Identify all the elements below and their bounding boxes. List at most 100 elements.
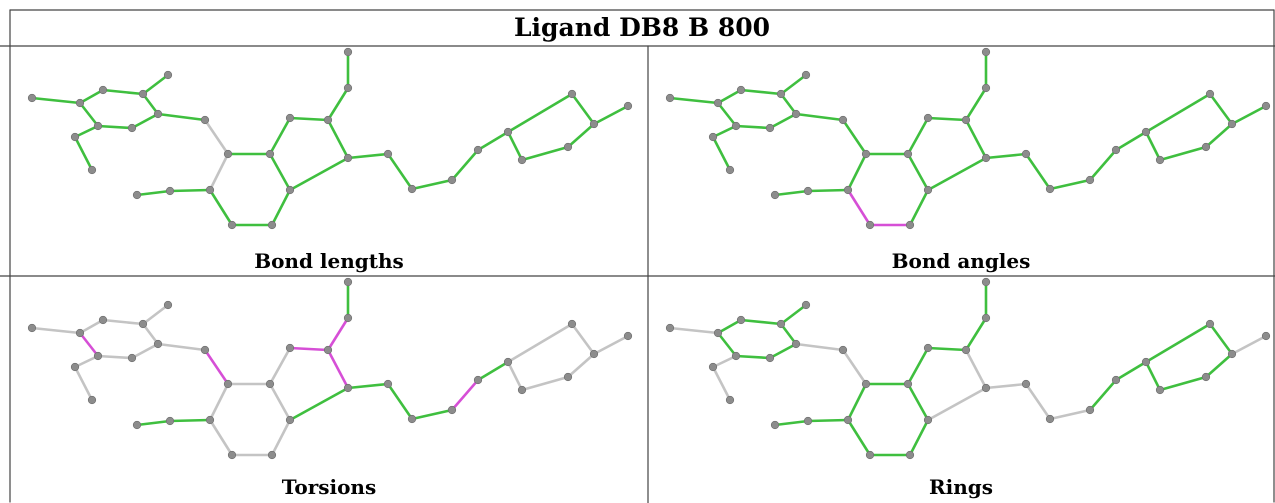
atom — [1021, 379, 1031, 389]
bond — [846, 152, 868, 192]
atom — [731, 121, 741, 131]
bond — [168, 188, 212, 193]
bond — [270, 418, 292, 457]
atom — [801, 300, 811, 310]
bond — [410, 178, 454, 191]
atom — [267, 220, 277, 230]
atom — [776, 319, 786, 329]
atom — [1205, 319, 1215, 329]
atom — [138, 319, 148, 329]
atom — [1085, 175, 1095, 185]
atom — [708, 362, 718, 372]
bond — [130, 342, 160, 360]
atom — [343, 383, 353, 393]
panel-label-bond-lengths: Bond lengths — [254, 249, 404, 273]
bond — [739, 88, 783, 96]
bond — [1230, 104, 1268, 126]
atom — [163, 300, 173, 310]
bond — [450, 148, 480, 182]
bond — [926, 386, 988, 422]
atom — [923, 415, 933, 425]
atom — [563, 372, 573, 382]
atom — [865, 450, 875, 460]
atom — [473, 375, 483, 385]
bond — [566, 122, 596, 149]
atom — [623, 101, 633, 111]
bond — [101, 318, 145, 326]
atom — [27, 93, 37, 103]
atom — [93, 121, 103, 131]
bond — [668, 326, 720, 335]
bond — [135, 419, 172, 427]
atom — [503, 357, 513, 367]
bond — [386, 382, 414, 421]
atom — [981, 153, 991, 163]
bond — [1144, 360, 1162, 392]
atom — [1085, 405, 1095, 415]
atom — [1155, 155, 1165, 165]
molecule-torsions — [27, 277, 633, 460]
atom — [223, 379, 233, 389]
bond — [1204, 352, 1234, 379]
atom — [708, 132, 718, 142]
bond — [734, 354, 772, 360]
atom — [713, 328, 723, 338]
atom — [981, 383, 991, 393]
atom — [861, 149, 871, 159]
atom — [563, 142, 573, 152]
bond — [846, 188, 872, 227]
bond — [716, 88, 743, 105]
atom — [567, 319, 577, 329]
atom — [981, 83, 991, 93]
bond — [156, 342, 207, 352]
bond — [326, 86, 350, 122]
bond — [779, 73, 808, 96]
bond — [1208, 92, 1234, 126]
bond — [476, 360, 510, 382]
atom — [163, 70, 173, 80]
bond — [926, 116, 968, 122]
bond — [78, 318, 105, 335]
atom — [1045, 414, 1055, 424]
bond — [78, 331, 100, 358]
atom — [1205, 89, 1215, 99]
atom — [1261, 331, 1271, 341]
atom — [517, 385, 527, 395]
bond — [1088, 148, 1118, 182]
bond — [208, 418, 234, 457]
bond — [1230, 334, 1268, 356]
atom — [503, 127, 513, 137]
bond — [906, 116, 930, 156]
bond — [268, 152, 292, 192]
bond — [846, 418, 872, 457]
atom — [713, 98, 723, 108]
atom — [343, 277, 353, 287]
bond — [506, 322, 574, 364]
molecule-rings — [665, 277, 1271, 460]
bond — [203, 348, 230, 386]
atom — [517, 155, 527, 165]
bond — [326, 118, 350, 160]
atom — [1155, 385, 1165, 395]
atom — [75, 98, 85, 108]
atom — [765, 123, 775, 133]
bond — [779, 303, 808, 326]
bond — [156, 112, 207, 122]
bond — [520, 145, 570, 162]
bond — [141, 322, 160, 346]
atom — [923, 185, 933, 195]
atom — [736, 315, 746, 325]
bond — [268, 116, 292, 156]
bond — [711, 135, 732, 172]
atom — [27, 323, 37, 333]
atom — [1045, 184, 1055, 194]
bond — [208, 382, 230, 422]
atom — [265, 379, 275, 389]
bond — [779, 92, 798, 116]
atom — [473, 145, 483, 155]
atom — [200, 115, 210, 125]
atom — [138, 89, 148, 99]
atom — [165, 186, 175, 196]
atom — [1227, 119, 1237, 129]
